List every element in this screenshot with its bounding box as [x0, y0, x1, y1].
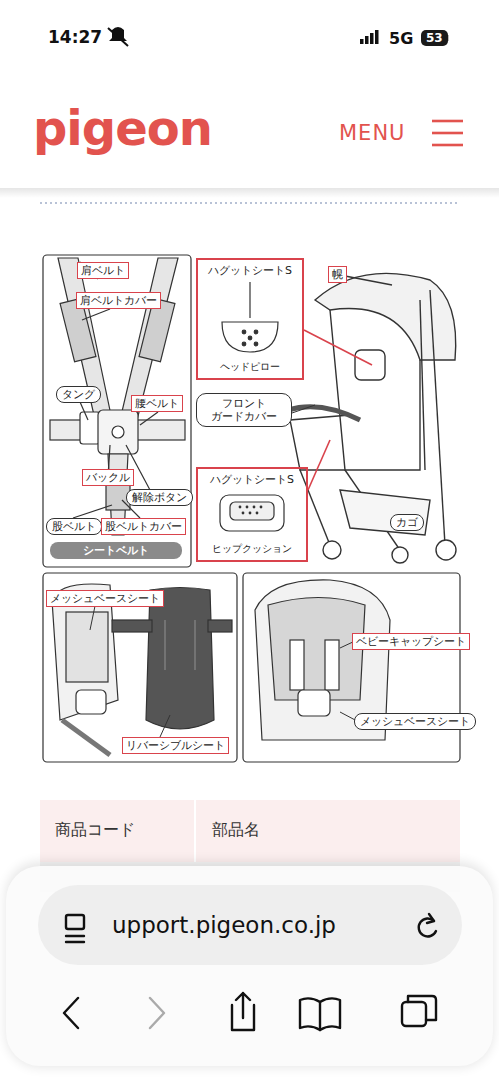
- node-text: 解除ボタン: [132, 491, 187, 504]
- node-text: タング: [62, 388, 95, 401]
- hamburger-icon: [432, 121, 463, 145]
- header-shadow: [0, 188, 499, 198]
- part-label: 股ベルトカバー: [101, 518, 186, 535]
- part-label: タング: [56, 386, 101, 403]
- head-pillow-drawing: [222, 282, 278, 352]
- battery-level: 53: [421, 30, 448, 46]
- node-text: リバーシブルシート: [126, 739, 225, 752]
- part-label: リバーシブルシート: [122, 737, 229, 754]
- network-type: 5G: [389, 29, 413, 48]
- node-text: フロント ガードカバー: [203, 397, 285, 423]
- baby-cap-sheet-panel: [243, 573, 460, 762]
- part-label: メッシュベースシート: [354, 713, 476, 730]
- part-label: 股ベルト: [46, 518, 102, 535]
- node-text: メッシュベースシート: [360, 715, 470, 728]
- part-label: 腰ベルト: [131, 395, 183, 412]
- panel-caption-band: シートベルト: [50, 542, 182, 559]
- table-header-cell: 商品コード: [55, 820, 135, 841]
- node-text: 腰ベルト: [135, 397, 179, 410]
- node-text: カゴ: [396, 516, 418, 529]
- part-label: 幌: [328, 266, 347, 283]
- leader-line: [292, 405, 315, 413]
- node-text: ベビーキャップシート: [356, 635, 466, 648]
- node-text: 股ベルトカバー: [105, 520, 182, 533]
- part-label: 解除ボタン: [126, 489, 193, 506]
- node-text: ハグットシートS: [210, 473, 294, 486]
- status-time: 14:27: [48, 27, 102, 47]
- part-label: 肩ベルト: [77, 262, 129, 279]
- stroller-illustration: [288, 273, 456, 563]
- hip-cushion-drawing: [220, 495, 284, 531]
- menu-button: MENU: [339, 121, 405, 145]
- node-text: 股ベルト: [52, 520, 96, 533]
- detail-inset: ハグットシートS ヒップクッション: [196, 467, 308, 562]
- node-text: 肩ベルト: [81, 264, 125, 277]
- node-subtext: ヘッドピロー: [218, 360, 282, 373]
- node-text: メッシュベースシート: [50, 592, 160, 605]
- part-label: フロント ガードカバー: [196, 393, 292, 427]
- brand-logo: pigeon: [33, 100, 212, 156]
- part-label: カゴ: [390, 514, 424, 531]
- node-text: バックル: [86, 471, 130, 484]
- seatbelt-panel: [43, 255, 191, 567]
- node-text: 幌: [332, 268, 343, 281]
- part-label: バックル: [82, 469, 134, 486]
- dotted-rule: [40, 202, 460, 204]
- node-subtext: ヒップクッション: [210, 542, 294, 555]
- node-text: シートベルト: [54, 544, 178, 557]
- url-text: upport.pigeon.co.jp: [112, 912, 336, 938]
- part-label: メッシュベースシート: [46, 590, 164, 607]
- node-text: 肩ベルトカバー: [80, 294, 157, 307]
- part-label: ベビーキャップシート: [352, 633, 470, 650]
- node-text: ハグットシートS: [208, 264, 292, 277]
- part-label: 肩ベルトカバー: [76, 292, 161, 309]
- leader-lines: [304, 330, 372, 490]
- table-header-cell: 部品名: [212, 820, 260, 841]
- reversible-sheet-panel: [43, 573, 237, 762]
- detail-inset: ハグットシートS ヘッドピロー: [196, 258, 304, 380]
